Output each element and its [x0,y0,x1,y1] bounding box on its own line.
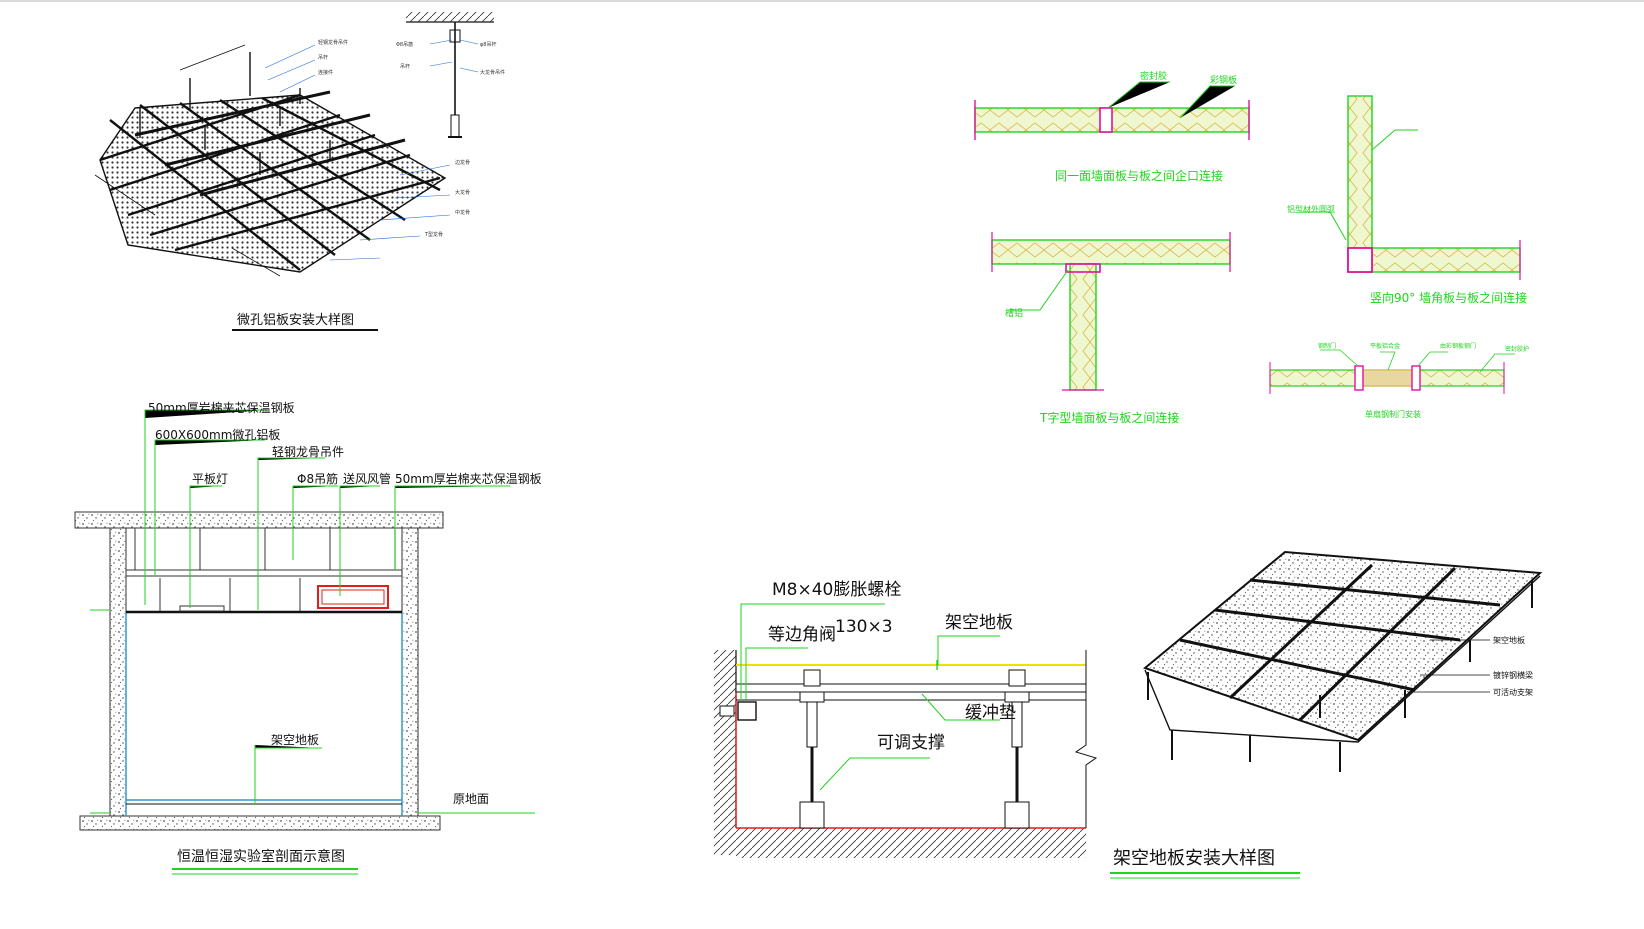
joint4-label-3: 密封胶护 [1505,345,1529,353]
ceiling-side-label-2: 中龙骨 [455,209,470,216]
ceiling-label-2: 连接件 [318,69,333,76]
label-rockwool-ceiling: 50mm厚岩棉夹芯保温钢板 [148,400,295,415]
wall-joints-figure: 密封胶 彩钢板 同一面墙面板与板之间企口连接 槽铝 T字型墙面板与板之间连接 铝 [974,70,1529,425]
joint1-label-2: 彩钢板 [1210,74,1237,86]
floor-title: 架空地板安装大样图 [1113,848,1275,869]
joint1-label-1: 密封胶 [1140,70,1167,82]
ceiling-side-label-1: 大龙骨 [455,189,470,196]
joint3-label-1: 铝型材外圆弧 [1287,204,1335,214]
iso-label-0: 架空地板 [1493,635,1525,645]
joint-corner: 铝型材外圆弧 竖向90° 墙角板与板之间连接 [1287,95,1527,305]
joint3-title: 竖向90° 墙角板与板之间连接 [1370,290,1527,305]
joint4-label-1: 平板铝合金 [1370,342,1400,350]
raised-floor-section: M8×40膨胀螺栓 等边角阀 130×3 架空地板 缓冲垫 可调支撑 [714,580,1098,858]
section-title: 恒温恒湿实验室剖面示意图 [177,848,345,865]
top-border [0,0,1644,2]
joint4-label-2: 由彩钢板钢门 [1440,342,1476,350]
label-flat-light: 平板灯 [192,472,228,486]
floor-label-bolt: M8×40膨胀螺栓 [772,580,901,600]
floor-label-size: 130×3 [835,617,893,637]
ceiling-title: 微孔铝板安装大样图 [237,313,354,328]
label-hanger: 轻钢龙骨吊件 [272,445,344,459]
joint1-title: 同一面墙面板与板之间企口连接 [1055,168,1223,183]
joint4-label-0: 钢制门 [1318,342,1336,350]
joint-tongue-groove: 密封胶 彩钢板 同一面墙面板与板之间企口连接 [974,70,1250,183]
rod-label-3: 大龙骨吊件 [480,69,505,76]
ceiling-label-1: 吊杆 [318,54,328,61]
joint2-title: T字型墙面板与板之间连接 [1039,410,1179,425]
iso-label-2: 可活动支架 [1493,687,1533,697]
ceiling-iso-figure: 轻钢龙骨吊件 吊杆 连接件 边龙骨 大龙骨 中龙骨 T型龙骨 Φ8吊筋 [94,12,505,331]
label-alu-panel: 600X600mm微孔铝板 [155,427,280,442]
ceiling-grid [94,44,447,277]
ceiling-side-label-0: 边龙骨 [455,159,470,166]
label-ground: 原地面 [453,792,489,806]
floor-label-cushion: 缓冲垫 [965,703,1016,723]
ceiling-label-0: 轻钢龙骨吊件 [318,39,348,46]
label-rod: Φ8吊筋 [297,471,338,486]
floor-label-support: 可调支撑 [877,733,945,753]
label-raised-floor: 架空地板 [271,733,319,747]
joint4-title: 单扇钢制门安装 [1365,409,1421,419]
ceiling-side-label-3: T型龙骨 [424,231,443,238]
rod-label-1: φ8吊杆 [480,41,496,48]
label-air-duct: 送风风管 [343,471,391,486]
lab-section-figure: 50mm厚岩棉夹芯保温钢板 600X600mm微孔铝板 轻钢龙骨吊件 平板灯 Φ… [74,400,542,875]
hanger-rod-detail: Φ8吊筋 φ8吊杆 吊杆 大龙骨吊件 [396,12,505,138]
rod-label-2: 吊杆 [400,63,410,70]
raised-floor-iso: 架空地板 镀锌钢横梁 可活动支架 架空地板安装大样图 [1110,550,1543,879]
floor-label-floor: 架空地板 [945,613,1013,633]
rod-label-0: Φ8吊筋 [396,41,413,48]
floor-label-angle: 等边角阀 [768,625,836,645]
label-rockwool-wall: 50mm厚岩棉夹芯保温钢板 [395,471,542,486]
joint-t-shape: 槽铝 T字型墙面板与板之间连接 [991,232,1231,425]
joint-door: 钢制门 平板铝合金 由彩钢板钢门 密封胶护 单扇钢制门安装 [1269,342,1529,419]
joint2-label-1: 槽铝 [1005,307,1023,319]
iso-label-1: 镀锌钢横梁 [1493,670,1533,680]
